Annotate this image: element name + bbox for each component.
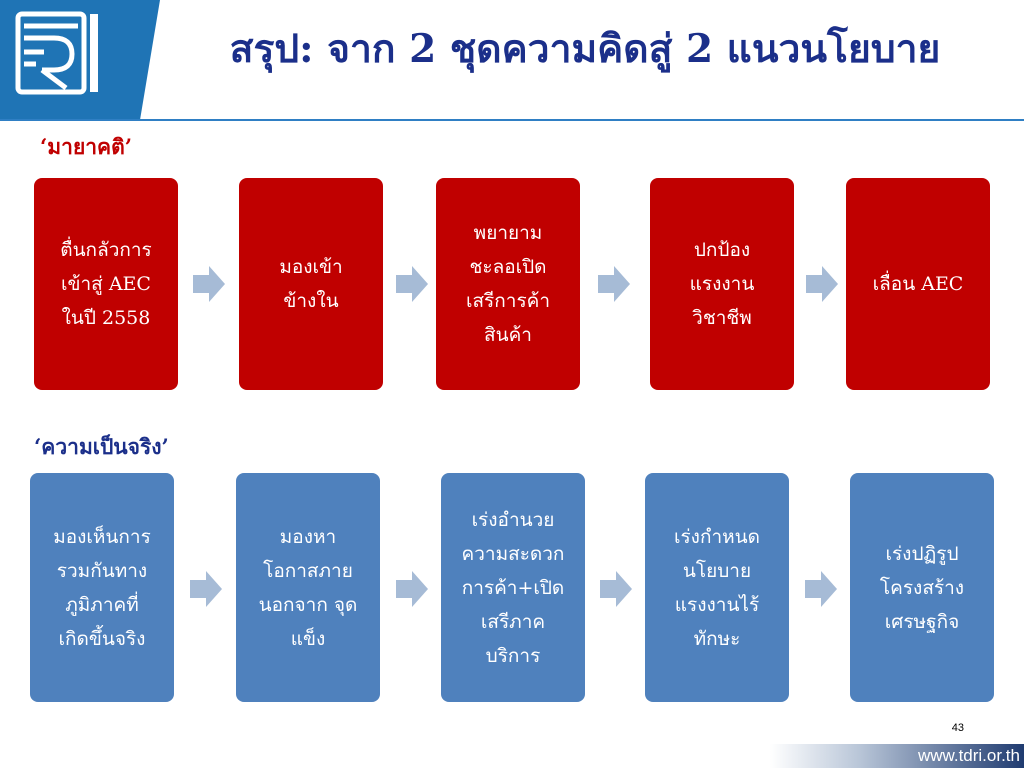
myth-box-4-text: ปกป้อง แรงงาน วิชาชีพ xyxy=(689,239,755,329)
right-arrow-icon xyxy=(600,571,632,607)
page-title: สรุป: จาก 2 ชุดความคิดสู่ 2 แนวนโยบาย xyxy=(229,26,941,72)
tdri-logo-icon xyxy=(15,11,98,95)
myth-box-2-text: มองเข้า ข้างใน xyxy=(279,256,343,312)
myth-box-1-text: ตื่นกลัวการ เข้าสู่ AEC ในปี 2558 xyxy=(60,239,152,329)
reality-box-2-text: มองหา โอกาสภาย นอกจาก จุด แข็ง xyxy=(258,525,358,650)
right-arrow-icon xyxy=(396,571,428,607)
reality-box-4: เร่งกำหนด นโยบาย แรงงานไร้ ทักษะ xyxy=(645,473,789,702)
reality-box-1-text: มองเห็นการ รวมกันทาง ภูมิภาคที่ เกิดขึ้น… xyxy=(53,525,151,650)
myth-box-3: พยายาม ชะลอเปิด เสรีการค้า สินค้า xyxy=(436,178,580,390)
right-arrow-icon xyxy=(805,571,837,607)
myth-box-1: ตื่นกลัวการ เข้าสู่ AEC ในปี 2558 xyxy=(34,178,178,390)
page-number: 43 xyxy=(951,722,964,734)
myth-box-5-text: เลื่อน AEC xyxy=(872,273,964,295)
myth-box-3-text: พยายาม ชะลอเปิด เสรีการค้า สินค้า xyxy=(465,222,551,346)
reality-box-3: เร่งอำนวย ความสะดวก การค้า+เปิด เสรีภาค … xyxy=(441,473,585,702)
top-divider xyxy=(0,119,1024,121)
myth-box-4: ปกป้อง แรงงาน วิชาชีพ xyxy=(650,178,794,390)
myth-box-5: เลื่อน AEC xyxy=(846,178,990,390)
reality-box-5-text: เร่งปฏิรูป โครงสร้าง เศรษฐกิจ xyxy=(879,542,965,633)
right-arrow-icon xyxy=(806,266,838,302)
reality-box-1: มองเห็นการ รวมกันทาง ภูมิภาคที่ เกิดขึ้น… xyxy=(30,473,174,702)
right-arrow-icon xyxy=(396,266,428,302)
reality-box-5: เร่งปฏิรูป โครงสร้าง เศรษฐกิจ xyxy=(850,473,994,702)
reality-box-3-text: เร่งอำนวย ความสะดวก การค้า+เปิด เสรีภาค … xyxy=(461,508,565,667)
myth-section-label: ‘มายาคติ’ xyxy=(40,134,133,159)
footer-bar xyxy=(770,744,1024,768)
myth-box-2: มองเข้า ข้างใน xyxy=(239,178,383,390)
right-arrow-icon xyxy=(598,266,630,302)
reality-box-2: มองหา โอกาสภาย นอกจาก จุด แข็ง xyxy=(236,473,380,702)
right-arrow-icon xyxy=(190,571,222,607)
reality-box-4-text: เร่งกำหนด นโยบาย แรงงานไร้ ทักษะ xyxy=(673,525,760,650)
right-arrow-icon xyxy=(193,266,225,302)
footer-url: www.tdri.or.th xyxy=(917,746,1020,765)
logo-corner xyxy=(0,0,160,120)
reality-section-label: ‘ความเป็นจริง’ xyxy=(34,434,169,459)
